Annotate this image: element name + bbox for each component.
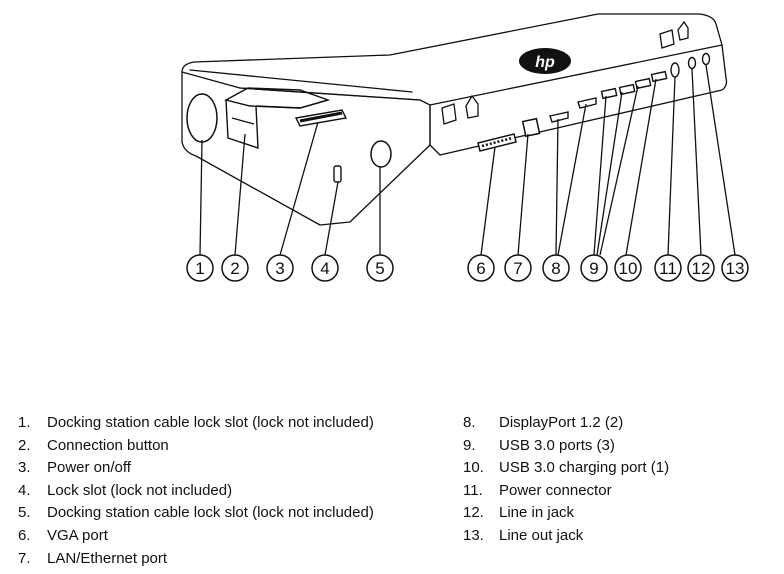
callout-circle (721, 254, 749, 282)
cable-lock-slot-left (186, 93, 218, 143)
legend-item: 7. LAN/Ethernet port (18, 548, 438, 571)
callout-number: 9 (589, 259, 598, 278)
legend-right: 8. DisplayPort 1.2 (2) 9. USB 3.0 ports (3)… (463, 412, 773, 548)
connection-button (224, 87, 331, 149)
legend-number: 10. (463, 459, 484, 477)
legend-item: 9. USB 3.0 ports (3) (463, 435, 773, 458)
callout-marker-4: 4 (311, 254, 339, 282)
callout-number: 6 (476, 259, 485, 278)
dock-front-face (181, 71, 431, 226)
callout-marker-12: 12 (687, 254, 715, 282)
rear-jacks (670, 52, 711, 78)
callout-circle (221, 254, 249, 282)
legend-item: 13. Line out jack (463, 525, 773, 548)
legend-number: 11. (463, 481, 483, 499)
callout-marker-2: 2 (221, 254, 249, 282)
callout-marker-10: 10 (614, 254, 642, 282)
legend-label: Line out jack (499, 526, 584, 544)
callout-circle (504, 254, 532, 282)
dock-top-surface (181, 13, 723, 106)
legend-number: 9. (463, 436, 476, 454)
callout-marker-7: 7 (504, 254, 532, 282)
callout-circle (266, 254, 294, 282)
legend-item: 4. Lock slot (lock not included) (18, 480, 438, 503)
callout-number: 4 (320, 259, 329, 278)
callout-marker-8: 8 (542, 254, 570, 282)
cable-lock-slot-right (370, 140, 392, 168)
callout-marker-1: 1 (186, 254, 214, 282)
callout-circle (311, 254, 339, 282)
legend-left: 1. Docking station cable lock slot (lock … (18, 412, 438, 570)
vga-port (477, 133, 517, 152)
legend-label: Lock slot (lock not included) (47, 481, 233, 499)
legend-number: 8. (463, 414, 476, 431)
legend-label: Docking station cable lock slot (lock no… (47, 504, 374, 522)
legend-number: 5. (18, 504, 31, 522)
legend-item: 1. Docking station cable lock slot (lock … (18, 412, 438, 435)
callout-marker-3: 3 (266, 254, 294, 282)
legend-label: Line in jack (499, 504, 575, 522)
callout-marker-6: 6 (467, 254, 495, 282)
legend-number: 12. (463, 504, 484, 522)
hp-logo-text: hp (535, 54, 555, 71)
callout-circle (687, 254, 715, 282)
callout-number: 10 (619, 259, 638, 278)
legend-label: Docking station cable lock slot (lock no… (47, 414, 374, 431)
callout-number: 13 (726, 259, 745, 278)
callout-circle (614, 254, 642, 282)
legend-label: DisplayPort 1.2 (2) (499, 414, 624, 431)
legend-number: 7. (18, 549, 31, 567)
callout-marker-13: 13 (721, 254, 749, 282)
lock-slot (333, 165, 342, 183)
legend-number: 6. (18, 526, 31, 544)
lan-port (521, 117, 541, 138)
leader-lines (199, 64, 736, 256)
legend-number: 4. (18, 481, 31, 499)
callout-marker-11: 11 (654, 254, 682, 282)
callout-number: 11 (659, 259, 677, 278)
usb-ports (600, 70, 668, 100)
callout-number: 8 (551, 259, 560, 278)
power-button (294, 109, 348, 127)
legend-item: 8. DisplayPort 1.2 (2) (463, 412, 773, 435)
callout-number: 7 (513, 259, 522, 278)
legend-label: Power on/off (47, 459, 131, 477)
legend-item: 6. VGA port (18, 525, 438, 548)
legend-label: VGA port (47, 526, 108, 544)
legend-number: 13. (463, 526, 484, 544)
displayport-ports (549, 97, 597, 123)
callout-number: 5 (375, 259, 384, 278)
callout-circle (580, 254, 608, 282)
legend-label: Connection button (47, 436, 169, 454)
callout-circle (366, 254, 394, 282)
callout-marker-5: 5 (366, 254, 394, 282)
callout-circle (654, 254, 682, 282)
hp-logo: hp (519, 48, 571, 74)
legend-item: 3. Power on/off (18, 457, 438, 480)
callout-number: 3 (275, 259, 284, 278)
callout-number: 2 (230, 259, 239, 278)
legend-label: LAN/Ethernet port (47, 549, 168, 567)
legend-label: USB 3.0 charging port (1) (499, 459, 670, 477)
callout-circle (186, 254, 214, 282)
legend-number: 1. (18, 414, 31, 431)
legend-item: 5. Docking station cable lock slot (lock … (18, 502, 438, 525)
callout-circle (542, 254, 570, 282)
legend-label: USB 3.0 ports (3) (499, 436, 615, 454)
legend-item: 10. USB 3.0 charging port (1) (463, 457, 773, 480)
callout-marker-9: 9 (580, 254, 608, 282)
legend-item: 11. Power connector (463, 480, 773, 503)
legend-item: 2. Connection button (18, 435, 438, 458)
callout-number: 1 (195, 259, 204, 278)
callout-number: 12 (692, 259, 711, 278)
legend-number: 2. (18, 436, 31, 454)
legend-label: Power connector (499, 481, 612, 499)
callout-circle (467, 254, 495, 282)
docking-station-diagram: hp (181, 13, 749, 282)
legend-number: 3. (18, 459, 31, 477)
legend-item: 12. Line in jack (463, 502, 773, 525)
